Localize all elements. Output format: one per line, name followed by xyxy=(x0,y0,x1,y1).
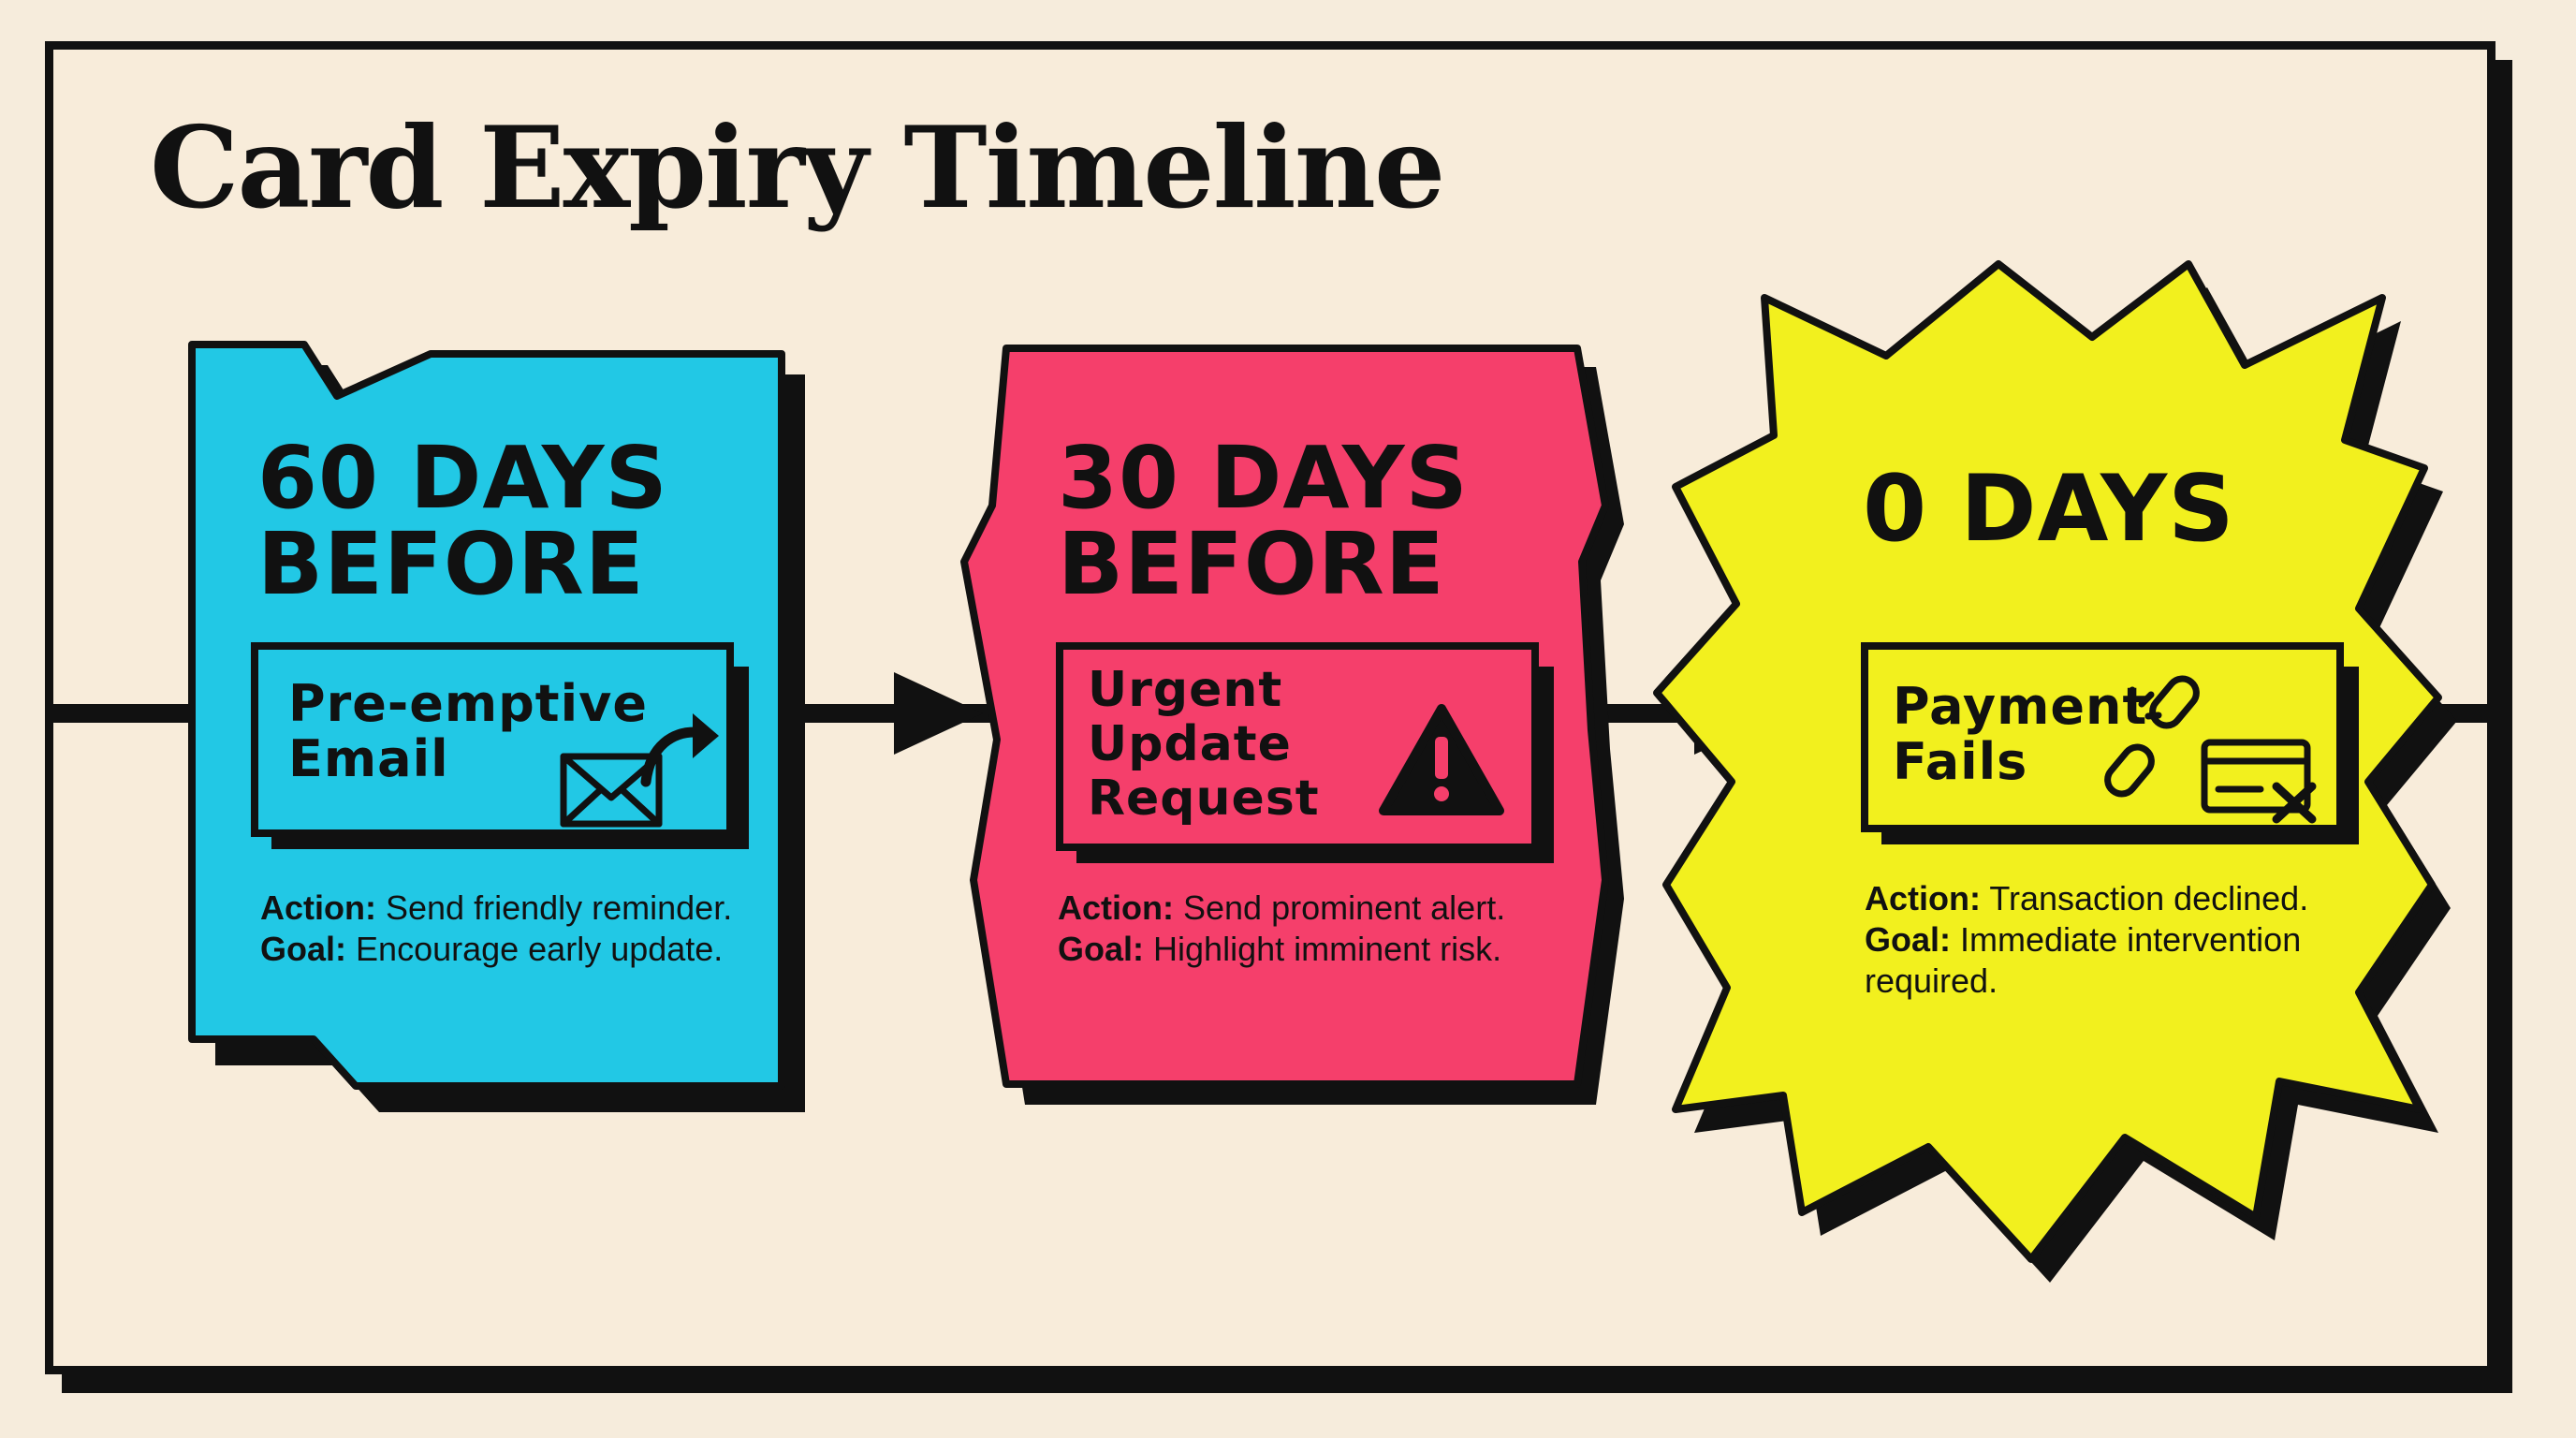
stage-30-title-line1: 30 DAYS xyxy=(1058,428,1469,528)
stage-30-box-label: Urgent Update Request xyxy=(1088,663,1320,826)
stage-0-box-line1: Payment xyxy=(1893,677,2148,736)
stage-60-title: 60 DAYS BEFORE xyxy=(257,435,668,608)
stage-0-goal-text-line2: required. xyxy=(1865,961,1998,1000)
stage-30-action-text: Send prominent alert. xyxy=(1183,888,1506,927)
stage-60-title-line2: BEFORE xyxy=(257,514,645,614)
stage-60-action-label: Action: xyxy=(260,888,376,927)
stage-0-title: 0 DAYS xyxy=(1863,463,2235,555)
card-30-days xyxy=(960,345,1624,1105)
stage-0-notes: Action: Transaction declined. Goal: Imme… xyxy=(1865,878,2308,1002)
stage-30-box-line2: Update xyxy=(1088,716,1292,772)
envelope-forward-icon xyxy=(560,713,719,828)
stage-60-box-line1: Pre-emptive xyxy=(288,674,648,733)
stage-0-goal-text-line1: Immediate intervention xyxy=(1960,920,2302,959)
stage-30-goal-label: Goal: xyxy=(1058,930,1145,968)
stage-30-box-line3: Request xyxy=(1088,770,1320,827)
stage-60-goal-text: Encourage early update. xyxy=(356,930,724,968)
stage-0-box-label: Payment Fails xyxy=(1893,679,2147,790)
warning-icon xyxy=(1379,704,1504,815)
stage-60-goal-label: Goal: xyxy=(260,930,347,968)
stage-30-title-line2: BEFORE xyxy=(1058,514,1445,614)
stage-60-action-text: Send friendly reminder. xyxy=(386,888,733,927)
stage-60-box-line2: Email xyxy=(288,729,449,789)
card-0-days xyxy=(1653,260,2457,1283)
arrow-1 xyxy=(894,672,983,755)
card-60-days xyxy=(188,341,805,1112)
page-title: Card Expiry Timeline xyxy=(150,102,1445,234)
stage-60-title-line1: 60 DAYS xyxy=(257,428,668,528)
stage-60-notes: Action: Send friendly reminder. Goal: En… xyxy=(260,888,732,970)
broken-link-card-declined-icon xyxy=(2104,675,2317,824)
stage-0-action-label: Action: xyxy=(1865,879,1981,917)
stage-30-title: 30 DAYS BEFORE xyxy=(1058,435,1469,608)
stage-30-box-line1: Urgent xyxy=(1088,662,1283,718)
stage-0-goal-label: Goal: xyxy=(1865,920,1952,959)
stage-30-notes: Action: Send prominent alert. Goal: High… xyxy=(1058,888,1505,970)
stage-30-action-label: Action: xyxy=(1058,888,1174,927)
stage-60-box-label: Pre-emptive Email xyxy=(288,676,648,787)
stage-0-title-line1: 0 DAYS xyxy=(1863,456,2235,563)
stage-0-box-line2: Fails xyxy=(1893,732,2028,792)
stage-30-goal-text: Highlight imminent risk. xyxy=(1153,930,1502,968)
stage-0-action-text: Transaction declined. xyxy=(1989,879,2309,917)
